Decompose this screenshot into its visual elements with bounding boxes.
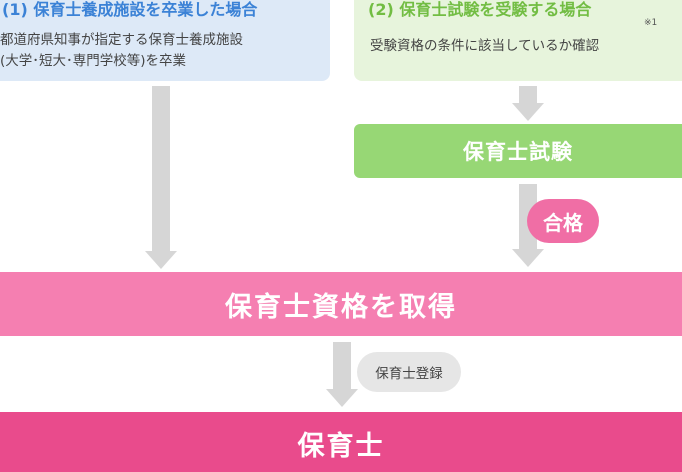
registration-pill: 保育士登録 [357, 352, 461, 392]
arrow-register-head [326, 389, 358, 407]
arrow-route2-shaft [519, 86, 537, 104]
route2-box: (2) 保育士試験を受験する場合 ※1 受験資格の条件に該当しているか確認 [354, 0, 682, 81]
arrow-route2-head [512, 103, 544, 121]
arrow-route1-head [145, 251, 177, 269]
route1-desc-line1: 都道府県知事が指定する保育士養成施設 [0, 32, 243, 48]
route2-description: 受験資格の条件に該当しているか確認 [370, 38, 600, 54]
arrow-exam-head [512, 249, 544, 267]
route1-box: (1) 保育士養成施設を卒業した場合 都道府県知事が指定する保育士養成施設 (大… [0, 0, 330, 81]
route2-footnote-mark: ※1 [644, 18, 658, 28]
childcare-worker-band: 保育士 [0, 412, 682, 472]
arrow-route1-shaft [152, 86, 170, 252]
route2-title: (2) 保育士試験を受験する場合 [368, 0, 592, 19]
route1-desc-line2: (大学･短大･専門学校等)を卒業 [0, 53, 187, 69]
pass-badge: 合格 [527, 199, 599, 243]
qualification-band: 保育士資格を取得 [0, 272, 682, 336]
exam-box: 保育士試験 [354, 124, 682, 178]
route1-description: 都道府県知事が指定する保育士養成施設 (大学･短大･専門学校等)を卒業 [0, 30, 243, 72]
route1-title: (1) 保育士養成施設を卒業した場合 [2, 0, 258, 19]
arrow-register-shaft [333, 342, 351, 390]
